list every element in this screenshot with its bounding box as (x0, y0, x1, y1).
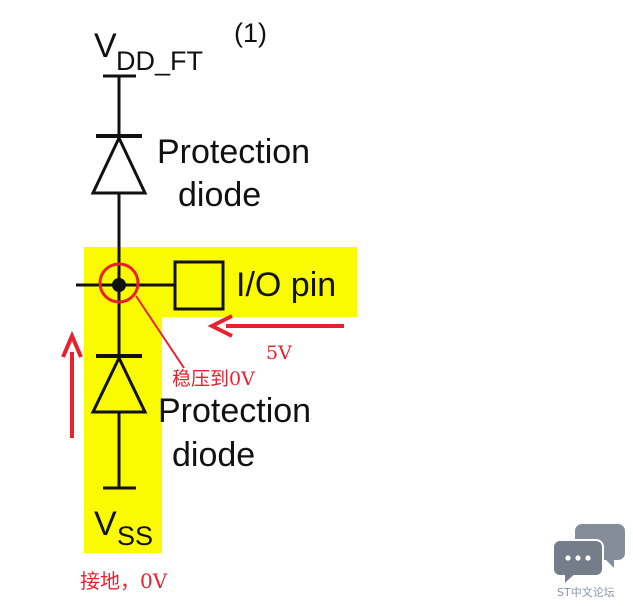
svg-text:Protection: Protection (157, 133, 310, 171)
svg-text:V: V (94, 505, 117, 543)
top-diode-label: Protection diode (157, 133, 310, 214)
svg-text:DD_FT: DD_FT (116, 46, 203, 76)
clamp-note: 稳压到0V (172, 368, 255, 390)
watermark-text: ST中文论坛 (557, 585, 615, 599)
vdd-label: V DD_FT (1) (94, 18, 267, 76)
svg-text:diode: diode (178, 176, 261, 214)
junction-highlight-circle (98, 262, 140, 304)
svg-text:Protection: Protection (158, 392, 311, 430)
io-pin-label: I/O pin (236, 266, 336, 304)
red-annotations: 5V 稳压到0V 接地，0V (61, 262, 344, 593)
highlight-region (84, 247, 357, 553)
svg-text:diode: diode (172, 436, 255, 474)
junction-node (112, 278, 126, 292)
top-diode (90, 134, 148, 195)
input-arrow (207, 314, 344, 338)
svg-text:(1): (1) (234, 18, 267, 48)
ground-note: 接地，0V (80, 569, 168, 593)
bottom-diode-label: Protection diode (158, 392, 311, 474)
ground-arrow (61, 330, 83, 438)
io-pin-box (173, 260, 225, 311)
vss-label: V SS (94, 505, 153, 551)
highlight-horizontal (84, 247, 357, 317)
bottom-diode (90, 354, 148, 414)
svg-text:V: V (94, 27, 117, 65)
watermark: ST中文论坛 (552, 524, 625, 599)
clamp-pointer-line (135, 295, 185, 369)
input-voltage-label: 5V (266, 342, 292, 364)
svg-text:SS: SS (117, 521, 153, 551)
chat-bubbles-icon (552, 524, 625, 588)
